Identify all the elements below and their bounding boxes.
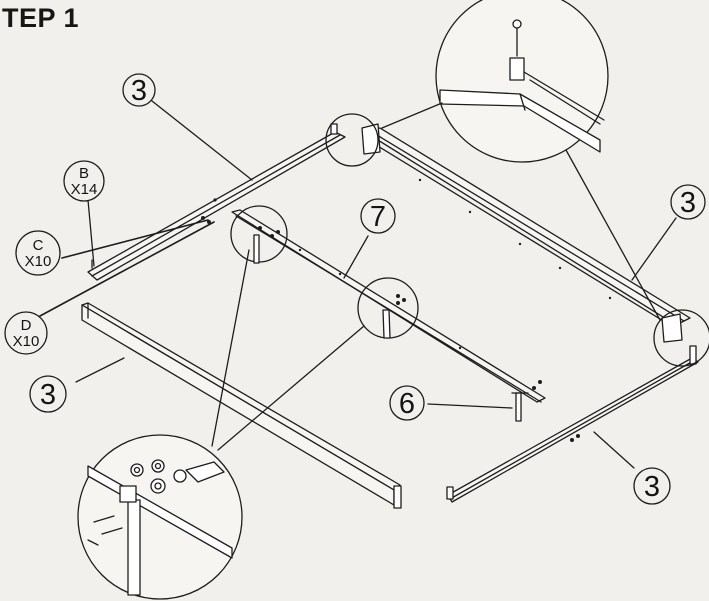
hardware-holes: [201, 178, 612, 442]
leader-7: [343, 235, 369, 279]
leader-top-circle-a: [381, 102, 443, 129]
side-rail-left: [87, 123, 346, 281]
part-circle-d: [4, 311, 48, 355]
part-circle-b: [63, 160, 105, 202]
part-letter-d: D: [21, 317, 32, 334]
leader-bottom-b: [217, 325, 365, 451]
center-leg: [511, 392, 529, 422]
leader-3-top: [151, 100, 253, 181]
part-letter-c: C: [33, 237, 44, 254]
detail-circle-top: [435, 0, 609, 163]
leader-part-d: [39, 221, 215, 317]
callout-number-3-right: 3: [680, 187, 696, 219]
leader-bottom-a: [211, 249, 250, 447]
step-title: TEP 1: [2, 3, 80, 33]
leg-left: [253, 234, 260, 264]
center-rail: [231, 209, 546, 403]
leader-3-left: [75, 357, 125, 383]
callout-number-3-left: 3: [40, 379, 56, 411]
callout-circle-3-left: [29, 375, 67, 413]
callout-circle-3-right: [670, 184, 706, 220]
leader-part-b: [87, 199, 95, 267]
part-qty-b: X14: [71, 181, 98, 198]
callout-number-3-bottom: 3: [644, 471, 660, 503]
leader-3-bottom: [593, 431, 635, 469]
leader-part-c: [61, 219, 209, 259]
leader-6: [427, 403, 513, 409]
callout-number-7: 7: [370, 201, 386, 233]
part-qty-c: X10: [25, 253, 52, 270]
foot-rail-left: [81, 302, 402, 509]
callout-number-3-top: 3: [131, 75, 147, 107]
head-rail: [361, 123, 691, 343]
callout-circle-7: [360, 198, 396, 234]
zoom-circle-headrail: [325, 113, 379, 167]
leader-top-circle-b: [565, 149, 661, 321]
callout-number-6: 6: [399, 388, 415, 420]
leg-center: [382, 309, 391, 339]
part-qty-d: X10: [13, 333, 40, 350]
callout-circle-3-top: [122, 73, 156, 107]
foot-rail-right: [446, 345, 699, 503]
callout-circle-6: [389, 385, 425, 421]
leader-3-right: [631, 217, 677, 281]
part-circle-c: [15, 230, 61, 276]
zoom-circle-right: [653, 309, 709, 367]
callout-circle-3-bottom: [633, 467, 671, 505]
detail-circle-bottom: [77, 434, 243, 600]
part-letter-b: B: [79, 165, 89, 182]
